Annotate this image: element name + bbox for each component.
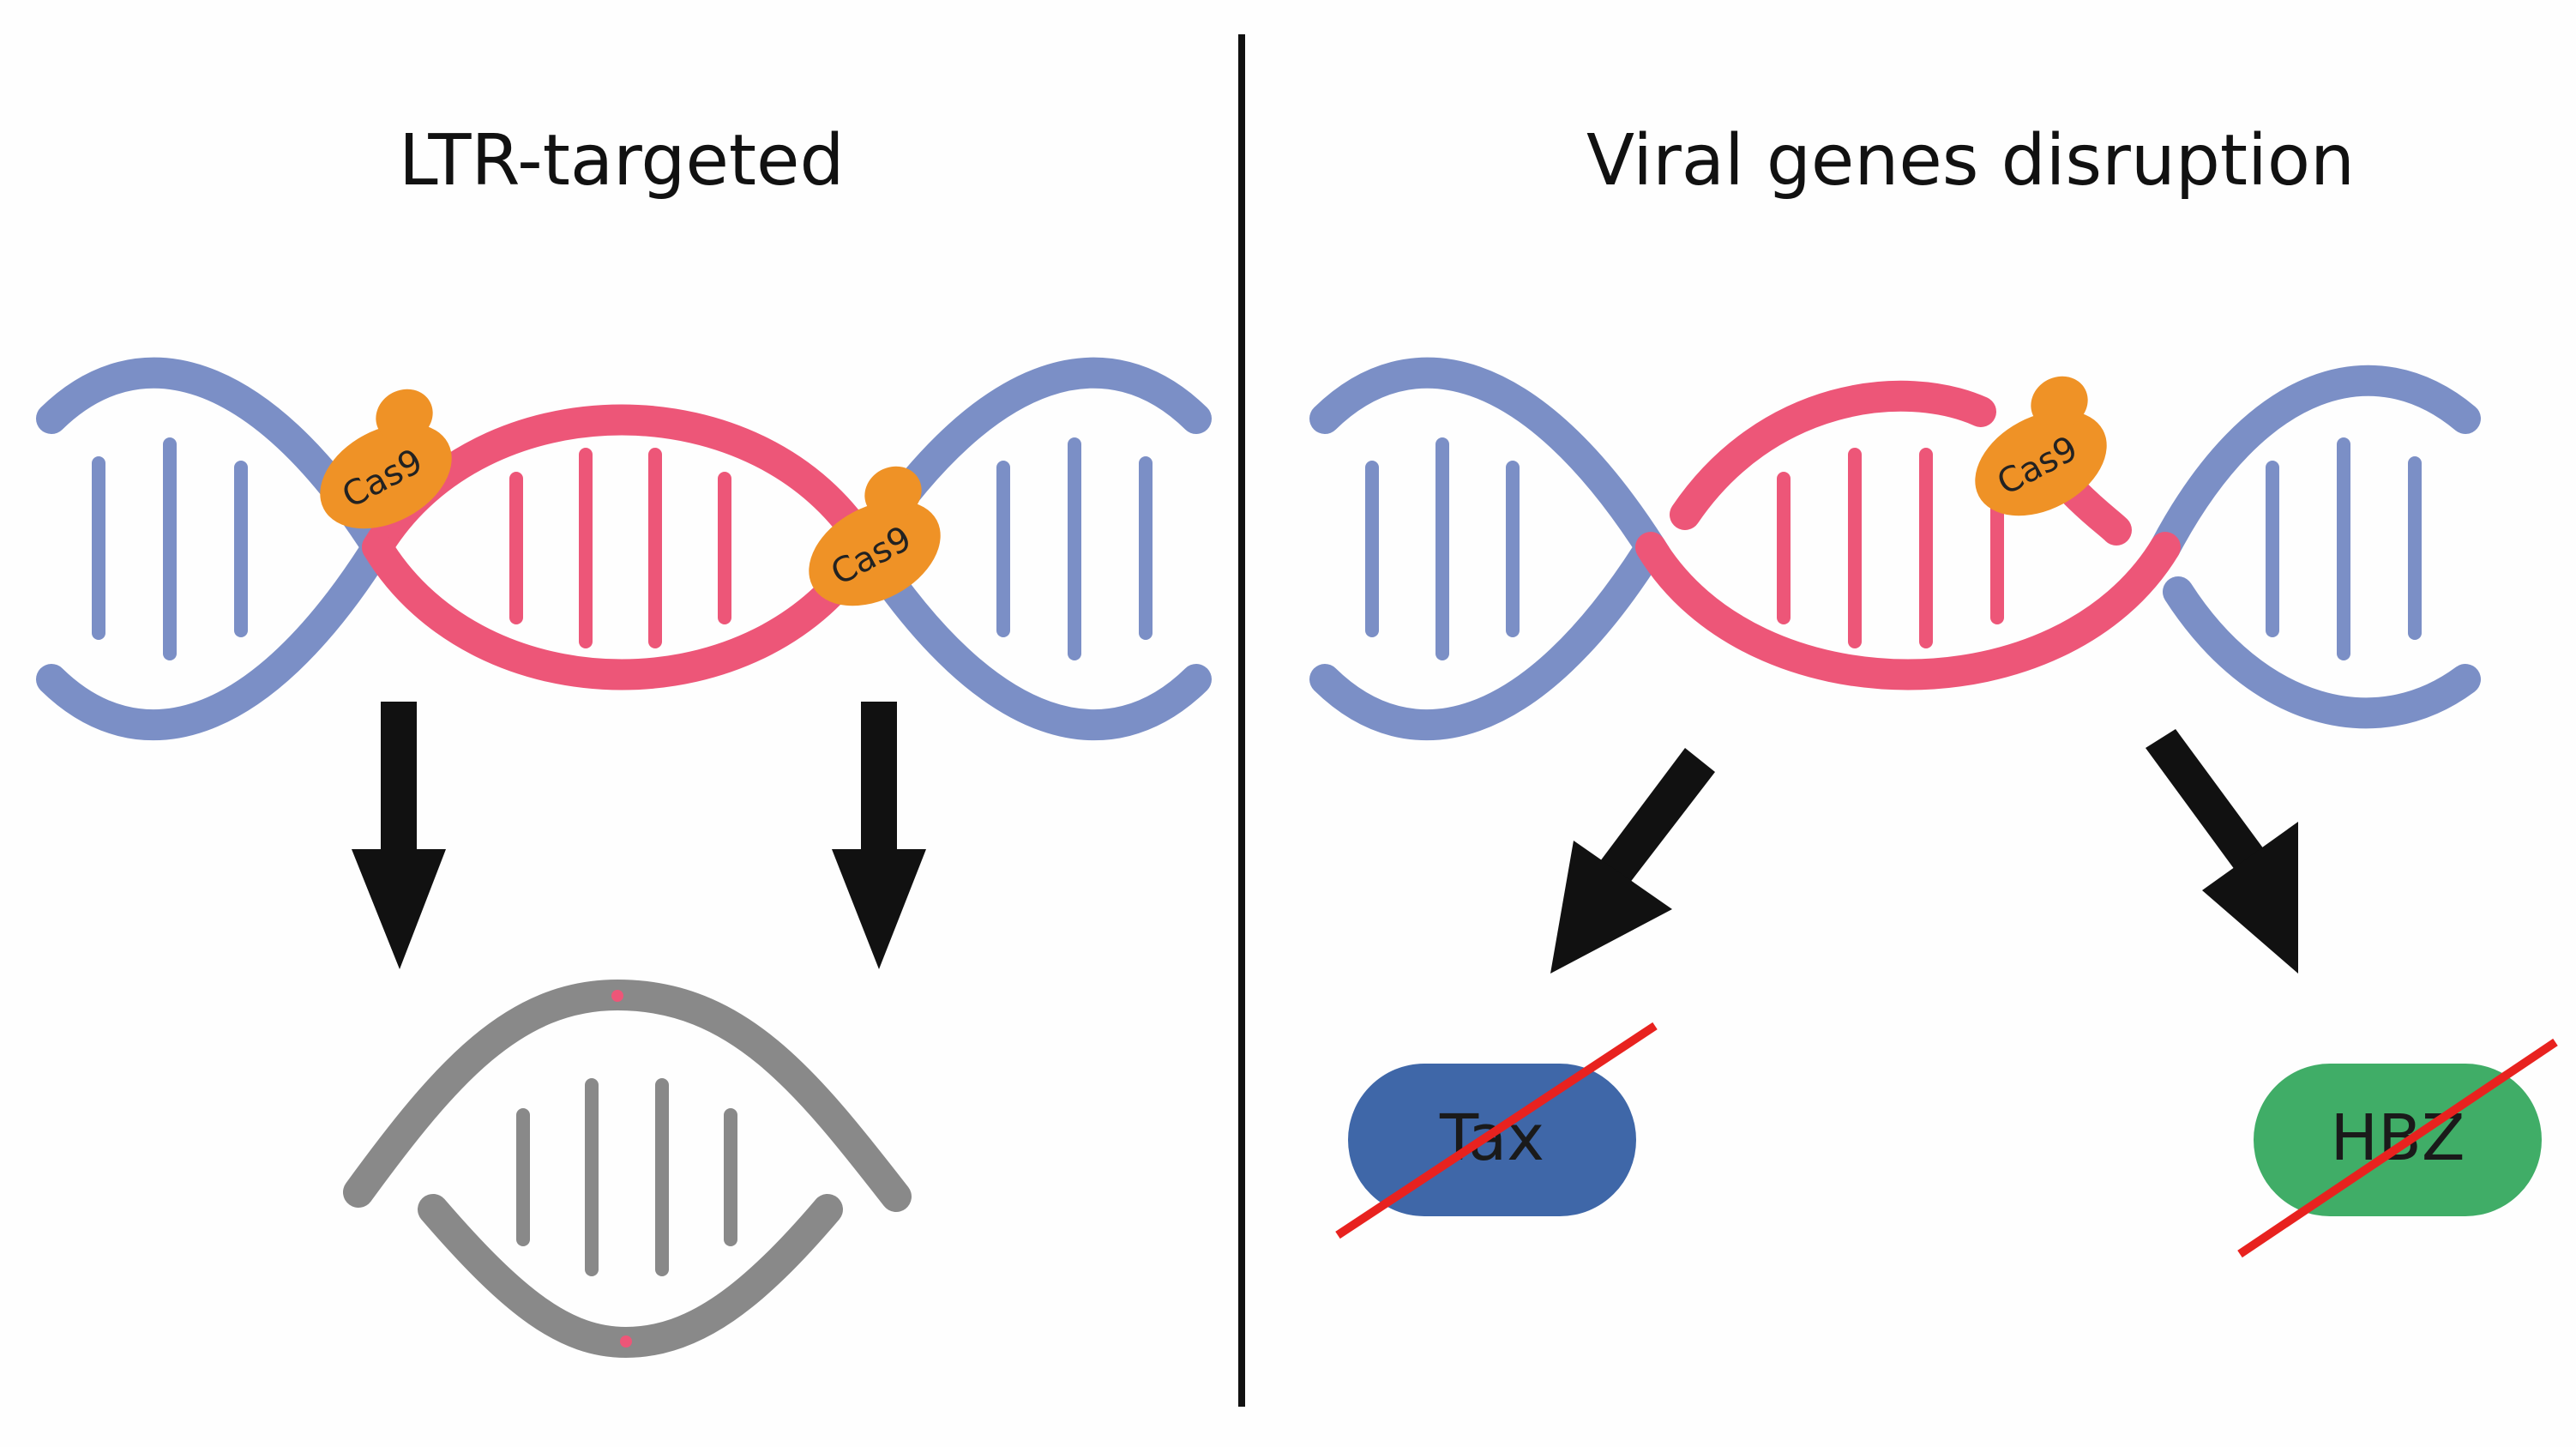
right-dna-helix <box>1309 357 2481 740</box>
viral-dna-strand <box>1635 532 2181 690</box>
cas9-enzyme-left-1: Cas9 <box>320 389 452 529</box>
host-dna-strand <box>2163 576 2481 729</box>
cas9-enzyme-left-2: Cas9 <box>809 466 941 606</box>
host-dna-strand <box>2150 365 2481 563</box>
excised-dna-circle <box>343 979 912 1359</box>
panel-title-ltr-targeted: LTR-targeted <box>399 120 845 202</box>
arrow-to-hbz <box>2146 729 2298 974</box>
arrow-to-tax <box>1550 748 1715 974</box>
cas9-enzyme-right: Cas9 <box>1975 376 2107 516</box>
arrow-down-left <box>352 702 446 969</box>
arrow-down-right <box>832 702 926 969</box>
gene-hbz: HBZ <box>2237 1038 2558 1258</box>
viral-dna-strand <box>362 532 882 690</box>
cross-out-line <box>2237 1038 2558 1258</box>
viral-dna-strand <box>362 404 882 563</box>
cross-out-line <box>1335 1022 1658 1239</box>
gene-tax: Tax <box>1335 1022 1658 1239</box>
viral-dna-strand <box>1670 380 1996 530</box>
viral-dna-strand <box>2060 478 2132 546</box>
panel-title-viral-genes-disruption: Viral genes disruption <box>1586 120 2355 202</box>
left-dna-helix <box>36 357 1212 740</box>
